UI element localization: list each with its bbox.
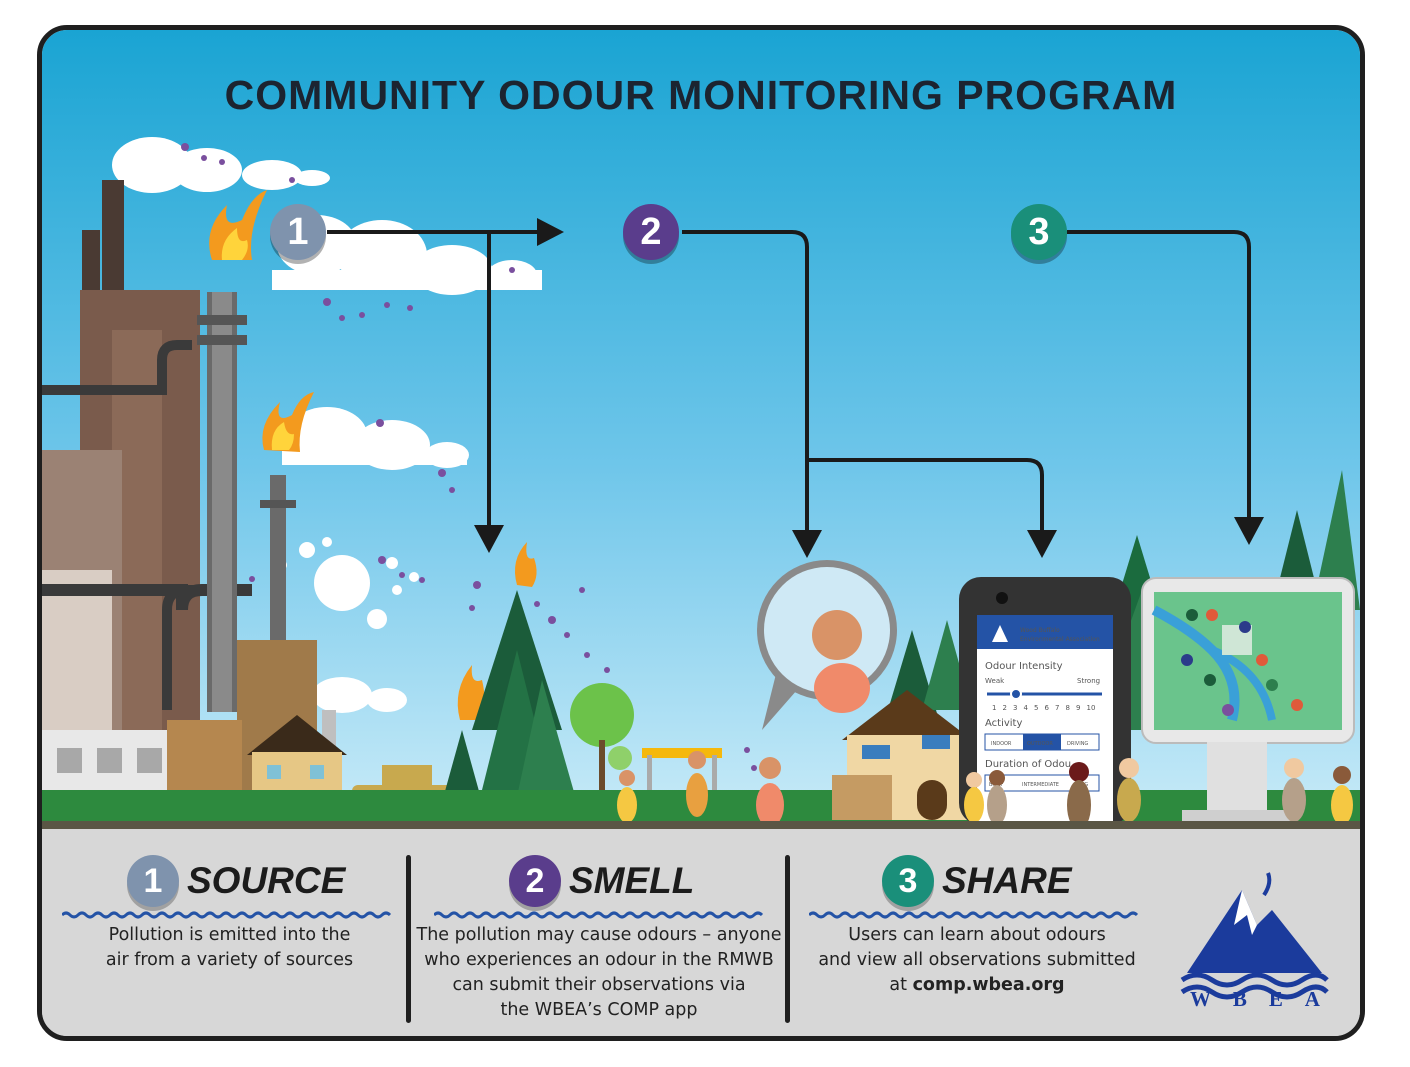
intensity-scale-number[interactable]: 3 [1013,704,1017,712]
smell-desc-line: The pollution may cause odours – anyone [416,925,782,945]
scene-badge-1: 1 [270,204,326,260]
source-desc-line: Pollution is emitted into the [108,925,351,945]
scene-badge-3: 3 [1011,204,1067,260]
phone-org-line1: Wood Buffalo [1020,627,1060,634]
intensity-scale-number[interactable]: 6 [1045,704,1050,712]
share-desc-line: and view all observations submitted [818,950,1136,970]
intensity-scale-number[interactable]: 8 [1066,704,1070,712]
step-source-header: 1 SOURCE [127,851,345,911]
smell-wave-divider [434,911,764,919]
logo-letter: B [1232,987,1247,1011]
intensity-scale-number[interactable]: 10 [1087,704,1096,712]
share-link-line: at comp.wbea.org [797,973,1157,998]
source-wave-divider [62,911,392,919]
smell-desc-line: who experiences an odour in the RMWB [424,950,774,970]
logo-letter: W [1190,987,1211,1011]
step-share-description: Users can learn about odours and view al… [797,923,1157,998]
arrow-heads [474,218,1264,558]
phone-activity-label: Activity [985,718,1022,729]
wbea-logo-letters: W B E A [1190,987,1320,1012]
intensity-scale-number[interactable]: 2 [1003,704,1007,712]
column-divider [406,855,411,1023]
logo-letter: A [1304,987,1320,1011]
phone-intensity-label: Odour Intensity [985,661,1063,672]
intensity-scale-number[interactable]: 5 [1034,704,1038,712]
illustration-scene: Wood Buffalo Environmental Association O… [42,30,1360,830]
phone-strong-label: Strong [1077,677,1100,685]
infographic-frame: Wood Buffalo Environmental Association O… [37,25,1365,1041]
step-3-badge: 3 [882,855,934,907]
monitor-map [1141,577,1355,822]
crowd [617,751,1353,825]
phone-duration-intermediate[interactable]: INTERMEDIATE [1022,782,1059,788]
phone-app-mockup: Wood Buffalo Environmental Association O… [959,577,1131,830]
person-smelling [756,560,897,827]
phone-activity-outdoor[interactable]: OUTDOOR [1027,741,1053,747]
intensity-slider-thumb[interactable] [1010,688,1022,700]
steps-panel: 1 SOURCE Pollution is emitted into the a… [42,829,1360,1036]
source-desc-line: air from a variety of sources [105,950,354,970]
step-smell-description: The pollution may cause odours – anyone … [414,923,784,1023]
column-divider [785,855,790,1023]
intensity-scale-number[interactable]: 9 [1076,704,1080,712]
share-wave-divider [809,911,1139,919]
phone-duration-label: Duration of Odou [985,759,1071,770]
smell-desc-line: the WBEA’s COMP app [500,1000,698,1020]
step-source: 1 SOURCE Pollution is emitted into the a… [57,829,402,1036]
houses-right [832,690,972,820]
step-2-badge: 2 [509,855,561,907]
step-source-description: Pollution is emitted into the air from a… [57,923,402,973]
step-smell: 2 SMELL The pollution may cause odours –… [414,829,784,1036]
comp-website-link[interactable]: comp.wbea.org [912,975,1065,995]
phone-org-line2: Environmental Association [1020,636,1100,643]
step-share: 3 SHARE Users can learn about odours and… [797,829,1157,1036]
step-smell-title: SMELL [569,860,695,901]
ground-strip [42,821,1360,829]
scene-badge-2: 2 [623,204,679,260]
smell-desc-line: can submit their observations via [452,975,746,995]
share-desc-line: Users can learn about odours [848,925,1106,945]
phone-weak-label: Weak [985,677,1005,685]
step-1-badge: 1 [127,855,179,907]
step-share-title: SHARE [942,860,1072,901]
logo-letter: E [1268,987,1283,1011]
step-source-title: SOURCE [187,860,346,901]
step-share-header: 3 SHARE [882,851,1072,911]
flow-arrows [327,230,1251,535]
phone-activity-indoor[interactable]: INDOOR [991,741,1012,747]
intensity-scale-number[interactable]: 4 [1024,704,1029,712]
wbea-logo-icon [1180,872,1329,1000]
phone-activity-driving[interactable]: DRIVING [1067,741,1088,747]
intensity-scale-number[interactable]: 7 [1055,704,1059,712]
step-smell-header: 2 SMELL [509,851,694,911]
intensity-scale-number[interactable]: 1 [992,704,996,712]
share-link-prefix: at [889,975,913,995]
page-title: COMMUNITY ODOUR MONITORING PROGRAM [224,72,1178,118]
